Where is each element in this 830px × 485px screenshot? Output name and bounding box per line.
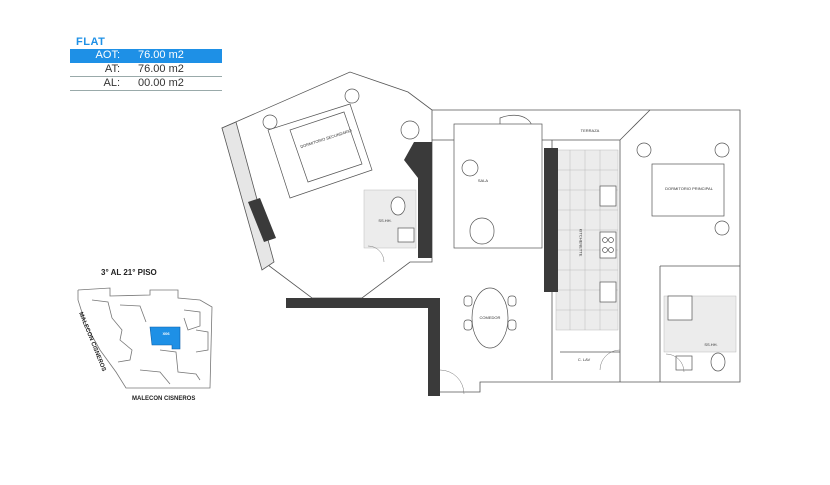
flat-title: FLAT bbox=[76, 36, 106, 48]
area-label: AOT: bbox=[95, 49, 120, 61]
key-plan bbox=[77, 287, 213, 389]
street-label-bottom: MALECON CISNEROS bbox=[132, 396, 196, 402]
area-row-aot: AOT: 76.00 m2 bbox=[70, 49, 222, 63]
door-swings bbox=[367, 245, 685, 395]
unit-highlight bbox=[149, 326, 181, 350]
area-table: AOT: 76.00 m2 AT: 76.00 m2 AL: 00.00 m2 bbox=[70, 49, 222, 91]
unit-code-label: X06 bbox=[162, 331, 170, 336]
area-row-al: AL: 00.00 m2 bbox=[70, 77, 222, 91]
room-label-kitchenette: KITCHENETTE bbox=[578, 228, 584, 257]
room-label-main-bedroom: DORMITORIO PRINCIPAL bbox=[665, 186, 713, 191]
furniture bbox=[262, 88, 730, 372]
room-label-laundry: C. LAV bbox=[577, 357, 591, 362]
area-label: AL: bbox=[103, 77, 120, 89]
room-label-bath-1: SS.HH. bbox=[378, 218, 392, 223]
room-label-dining: COMEDOR bbox=[479, 315, 501, 320]
area-label: AT: bbox=[104, 63, 120, 75]
area-row-at: AT: 76.00 m2 bbox=[70, 63, 222, 77]
room-label-terrace: TERRAZA bbox=[580, 128, 600, 133]
floor-range-label: 3° AL 21° PISO bbox=[101, 268, 157, 277]
area-value: 00.00 m2 bbox=[138, 77, 184, 89]
room-label-living: SALA bbox=[477, 178, 489, 183]
walls bbox=[248, 142, 558, 396]
area-value: 76.00 m2 bbox=[138, 49, 184, 61]
room-label-bath-2: SS.HH. bbox=[704, 342, 718, 347]
area-value: 76.00 m2 bbox=[138, 63, 184, 75]
